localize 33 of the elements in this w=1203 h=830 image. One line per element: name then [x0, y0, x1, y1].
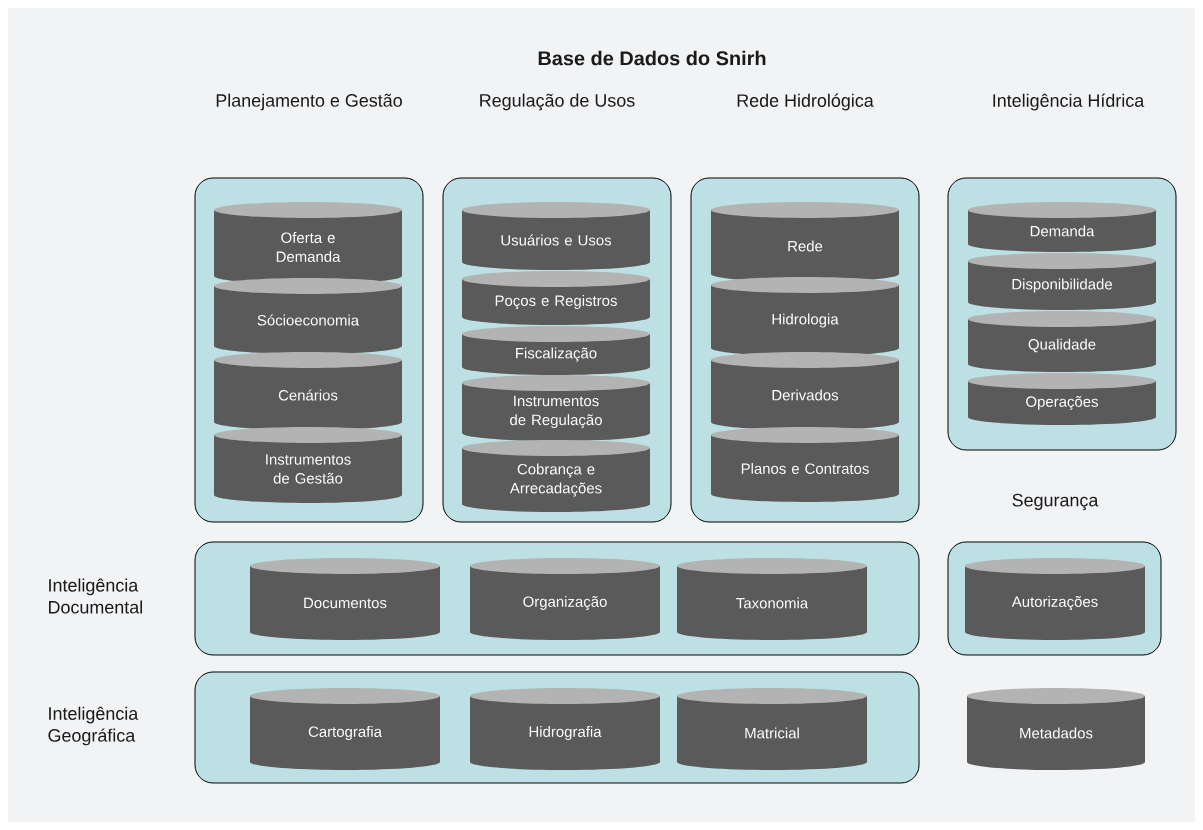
cylinder: Cenários: [214, 352, 402, 430]
cylinder: Disponibilidade: [968, 253, 1156, 310]
cylinder: Operações: [968, 373, 1156, 425]
panel-heading: Inteligência Documental: [49, 578, 142, 614]
panel-heading: Planejamento e Gestão: [216, 93, 402, 111]
cylinder: Cobrança e Arrecadações: [462, 440, 650, 512]
cylinder: Sócioeconomia: [214, 278, 402, 354]
cylinder: Rede: [711, 202, 899, 282]
cylinder: Hidrologia: [711, 277, 899, 356]
panel-heading: Inteligência Hídrica: [993, 93, 1145, 111]
panel-heading: Inteligência Geográfica: [48, 706, 139, 746]
cylinder: Organização: [470, 558, 660, 640]
title: Base de Dados do Snirh: [538, 50, 766, 66]
cylinder: Instrumentos de Gestão: [214, 427, 402, 503]
cylinder: Planos e Contratos: [711, 427, 899, 502]
cylinder: Documentos: [250, 558, 440, 640]
cylinder: Fiscalização: [462, 326, 650, 375]
panel-heading: Segurança: [1012, 493, 1099, 511]
cylinder: Hidrografia: [470, 688, 660, 770]
cylinder: Demanda: [968, 202, 1156, 252]
cylinder: Taxonomia: [677, 558, 867, 640]
panel-heading: Regulação de Usos: [480, 93, 635, 111]
cylinder: Cartografia: [250, 688, 440, 770]
cylinder: Qualidade: [968, 311, 1156, 372]
panel-heading: Rede Hidrológica: [737, 93, 874, 111]
cylinder: Derivados: [711, 352, 899, 430]
cylinder: Metadados: [967, 688, 1145, 770]
cylinder: Poços e Registros: [462, 271, 650, 325]
cylinder: Oferta e Demanda: [214, 202, 402, 284]
cylinder: Instrumentos de Regulação: [462, 375, 650, 441]
cylinder: Autorizações: [965, 558, 1145, 640]
cylinder: Usuários e Usos: [462, 202, 650, 270]
cylinder: Matricial: [677, 688, 867, 770]
